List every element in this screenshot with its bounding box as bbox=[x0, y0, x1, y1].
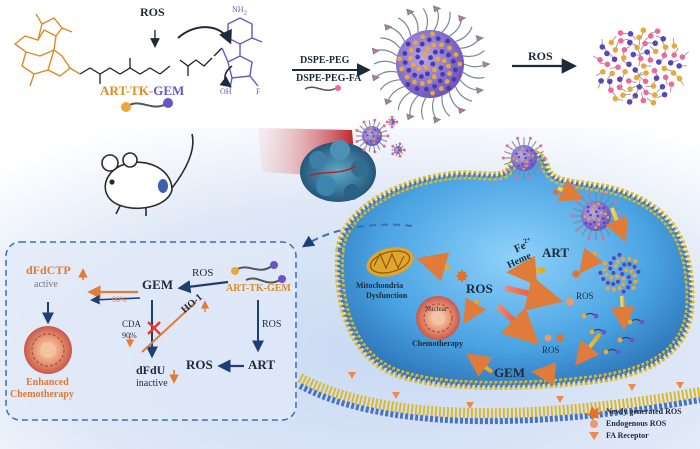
arrow-ros-to-nucleus bbox=[463, 297, 487, 325]
arrow-endosome-2 bbox=[610, 295, 635, 331]
mito-line-1: Mitochondria bbox=[356, 281, 404, 290]
cell-ros-center: ROS bbox=[466, 281, 493, 296]
arrow-entry bbox=[557, 179, 585, 201]
ros-trigger-label: ROS bbox=[140, 5, 165, 19]
amine-label: NH2 bbox=[232, 6, 247, 17]
folate-icon bbox=[335, 85, 341, 91]
disassembled-nanoparticle bbox=[592, 27, 689, 106]
membrane-bilayer bbox=[297, 373, 700, 425]
outcome-line-1: Enhanced bbox=[26, 377, 69, 388]
prodrug-title: ART-TK-GEM bbox=[100, 84, 184, 97]
outcome-line-2: Chemotherapy bbox=[10, 389, 74, 400]
arrow-gem-release bbox=[531, 362, 557, 386]
cell-ros-bottom: ROS bbox=[542, 345, 560, 355]
arrow-gem-to-dfdctp-2 bbox=[90, 294, 141, 305]
amine-subscript: 2 bbox=[243, 9, 247, 17]
arrow-ros-right bbox=[504, 275, 564, 311]
cda-label: CDA bbox=[122, 319, 142, 329]
arrow-art-to-ros bbox=[506, 255, 546, 286]
cell-ros-right: ROS bbox=[576, 291, 594, 301]
endocytosed-nanoparticle bbox=[501, 136, 547, 180]
amine-text: NH bbox=[232, 5, 244, 14]
mito-line-2: Dysfunction bbox=[366, 291, 408, 300]
cell-gem-label: GEM bbox=[494, 365, 526, 380]
legend-burst-icon bbox=[586, 406, 603, 421]
nucleus-label: Nuclear bbox=[425, 305, 448, 313]
chemo-label: Chemotherapy bbox=[412, 339, 464, 348]
cleavage-arrow bbox=[177, 26, 232, 45]
nucleus-icon bbox=[416, 296, 460, 340]
intracellular-disassembly bbox=[598, 252, 641, 294]
artemisinin-structure bbox=[13, 13, 81, 87]
arrow-ros-down bbox=[495, 303, 540, 345]
art-label: ART bbox=[248, 357, 275, 372]
box-prodrug-glyph bbox=[231, 261, 286, 284]
inhibition-cross-icon bbox=[147, 321, 161, 335]
legend-label-2: Endogenous ROS bbox=[606, 419, 667, 428]
ros-top-label: ROS bbox=[192, 267, 214, 279]
legend-label-1: Newly generated ROS bbox=[606, 407, 682, 416]
percent-left: 90% bbox=[122, 331, 137, 340]
arrow-gem-to-nucleus bbox=[466, 353, 494, 377]
box-prodrug-label: ART-TK-GEM bbox=[226, 283, 291, 294]
prodrug-gem: GEM bbox=[153, 83, 185, 98]
fluorine-label: F bbox=[256, 87, 261, 96]
ho1-inhibition-line bbox=[141, 301, 197, 353]
cell-art-label: ART bbox=[542, 245, 569, 260]
legend-receptor-icon bbox=[589, 432, 599, 440]
mitochondria-icon bbox=[366, 247, 414, 277]
reagent-dspe-peg-fa: DSPE-PEG-FA bbox=[296, 73, 362, 84]
arrow-gem-out bbox=[575, 332, 602, 366]
arrow-art-release bbox=[579, 247, 604, 274]
prodrug-tk: -TK- bbox=[125, 83, 154, 98]
nanoparticle bbox=[371, 5, 491, 124]
mouse-icon bbox=[101, 133, 194, 216]
reagent-dspe-peg: DSPE-PEG bbox=[300, 55, 350, 66]
prodrug-art: ART bbox=[100, 83, 126, 98]
tumor-tissue bbox=[300, 140, 376, 202]
enhanced-chemo-cell-icon bbox=[24, 326, 72, 374]
gem-label: GEM bbox=[142, 277, 174, 292]
arrow-prodrug-to-gem bbox=[177, 280, 229, 294]
prodrug-glyph bbox=[121, 98, 173, 112]
legend-ros-blob-icon bbox=[590, 420, 598, 428]
zoom-dashed-arrow bbox=[302, 223, 413, 248]
dfdu-label: dFdU bbox=[136, 363, 166, 377]
cyclization-arrow bbox=[219, 65, 233, 88]
linker-structure bbox=[79, 47, 223, 84]
inactive-label: inactive bbox=[136, 378, 168, 389]
legend-label-3: FA Receptor bbox=[606, 431, 649, 440]
ros-bottom-label: ROS bbox=[186, 357, 213, 372]
dfdctp-label: dFdCTP bbox=[26, 263, 71, 277]
ros-side-label: ROS bbox=[262, 319, 282, 330]
hydroxyl-label: OH bbox=[220, 87, 232, 96]
dspe-peg-fa-glyph bbox=[304, 86, 337, 92]
release-ros-label: ROS bbox=[528, 49, 553, 63]
percent-top: 90% bbox=[112, 295, 127, 304]
mouse-tumor bbox=[158, 179, 168, 193]
active-label: active bbox=[34, 279, 58, 290]
arrow-ros-to-mito bbox=[416, 252, 451, 282]
arrow-endosome-1 bbox=[605, 207, 629, 243]
